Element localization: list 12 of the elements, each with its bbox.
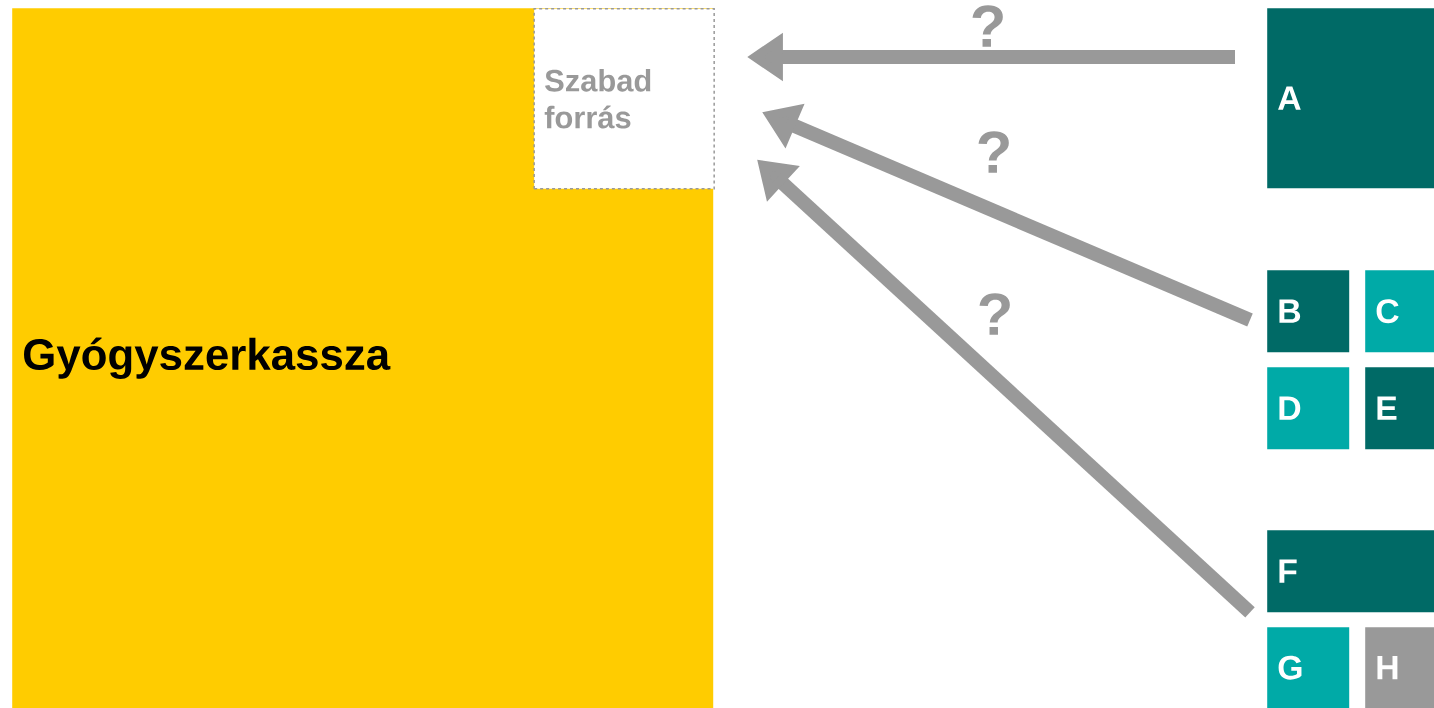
edge-label: ? [975, 292, 1015, 336]
edge-label: ? [974, 130, 1014, 174]
block-box: E [1365, 367, 1434, 450]
block-box: D [1267, 367, 1350, 450]
block-box: H [1365, 627, 1434, 708]
block-box: A [1267, 8, 1434, 189]
block-box: C [1365, 270, 1434, 353]
block-box: F [1267, 530, 1434, 613]
block-box: B [1267, 270, 1350, 353]
edge-label: ? [968, 4, 1008, 48]
block-box: G [1267, 627, 1350, 708]
dashed-box: Szabad forrás [533, 8, 715, 190]
